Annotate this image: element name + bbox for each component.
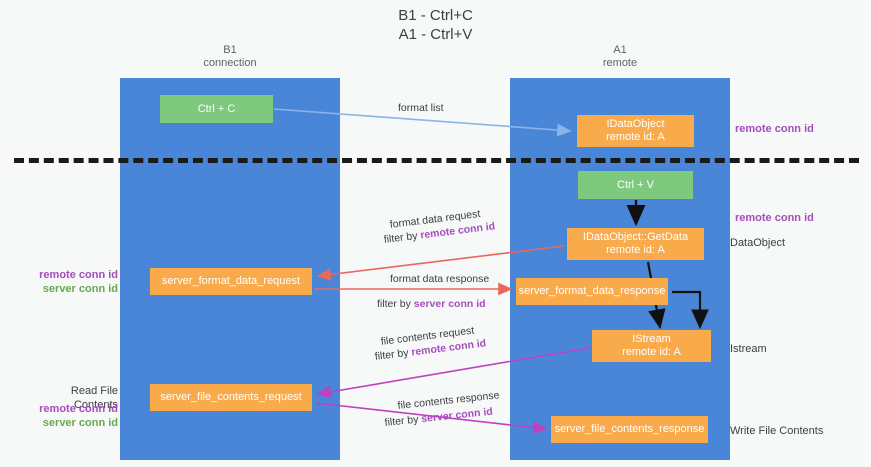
- page-title: B1 - Ctrl+C A1 - Ctrl+V: [0, 6, 871, 44]
- node-istream-title: IStream: [632, 333, 671, 345]
- filter-prefix: filter by: [383, 229, 422, 246]
- lane-header-b1-sub: connection: [203, 57, 257, 69]
- node-server-file-contents-request-label: server_file_contents_request: [160, 391, 302, 403]
- annotation-left-server-conn-id-2: server conn id: [42, 417, 118, 429]
- node-istream[interactable]: IStream remote id: A: [592, 330, 711, 362]
- annotation-right-istream: Istream: [730, 343, 767, 355]
- annotation-left-server-conn-id: server conn id: [42, 283, 118, 295]
- node-server-file-contents-response-label: server_file_contents_response: [554, 423, 705, 435]
- annotation-left-read-file-contents: Read File Contents: [70, 385, 118, 411]
- annotation-left-conn-ids-top: remote conn id server conn id: [22, 268, 118, 296]
- edge-label-format-list: format list: [398, 101, 444, 115]
- phase-divider: [14, 158, 859, 163]
- annotation-right-write-file-contents: Write File Contents: [730, 425, 824, 437]
- lane-header-a1-name: A1: [613, 44, 627, 56]
- node-server-file-contents-response[interactable]: server_file_contents_response: [551, 416, 708, 443]
- node-ctrl-c[interactable]: Ctrl + C: [160, 95, 273, 123]
- node-server-file-contents-request[interactable]: server_file_contents_request: [150, 384, 312, 411]
- title-line-2: A1 - Ctrl+V: [398, 26, 473, 43]
- annotation-right-remote-conn-id-mid: remote conn id: [735, 212, 814, 224]
- annotation-left-remote-conn-id-2: remote conn id: [39, 403, 118, 415]
- annotation-left-remote-conn-id: remote conn id: [39, 269, 118, 281]
- node-getdata-sub: remote id: A: [606, 244, 665, 256]
- node-server-format-data-request-label: server_format_data_request: [161, 275, 301, 287]
- lane-header-b1-name: B1: [223, 44, 237, 56]
- node-idataobject-getdata[interactable]: IDataObject::GetData remote id: A: [567, 228, 704, 260]
- title-line-1: B1 - Ctrl+C: [398, 7, 473, 24]
- filter-prefix: filter by: [384, 413, 422, 429]
- node-getdata-title: IDataObject::GetData: [582, 231, 689, 243]
- filter-key-server-conn-id: server conn id: [413, 298, 486, 310]
- node-ctrl-c-label: Ctrl + C: [197, 102, 236, 115]
- edge-label-format-data-response: format data response: [390, 272, 489, 286]
- node-idataobject[interactable]: IDataObject remote id: A: [577, 115, 694, 147]
- lane-header-a1-sub: remote: [602, 57, 638, 69]
- node-server-format-data-response-label: server_format_data_response: [518, 285, 666, 297]
- node-istream-sub: remote id: A: [622, 346, 681, 358]
- node-idataobject-title: IDataObject: [606, 118, 665, 130]
- edge-label-format-list-text: format list: [398, 102, 444, 114]
- edge-label-format-data-response-text: format data response: [390, 273, 490, 285]
- node-server-format-data-response[interactable]: server_format_data_response: [516, 278, 668, 305]
- annotation-left-conn-ids-bottom: remote conn id server conn id: [22, 402, 118, 430]
- node-ctrl-v-label: Ctrl + V: [617, 178, 654, 191]
- annotation-right-dataobject: DataObject: [730, 237, 786, 249]
- node-ctrl-v[interactable]: Ctrl + V: [578, 171, 693, 199]
- filter-prefix: filter by: [377, 298, 414, 310]
- node-idataobject-sub: remote id: A: [606, 131, 665, 143]
- lane-header-b1: B1 connection: [120, 44, 340, 70]
- filter-prefix: filter by: [374, 346, 413, 363]
- annotation-right-remote-conn-id-top: remote conn id: [735, 123, 814, 135]
- node-server-format-data-request[interactable]: server_format_data_request: [150, 268, 312, 295]
- lane-header-a1: A1 remote: [510, 44, 730, 70]
- edge-label-format-data-response-filter: filter by server conn id: [377, 297, 486, 311]
